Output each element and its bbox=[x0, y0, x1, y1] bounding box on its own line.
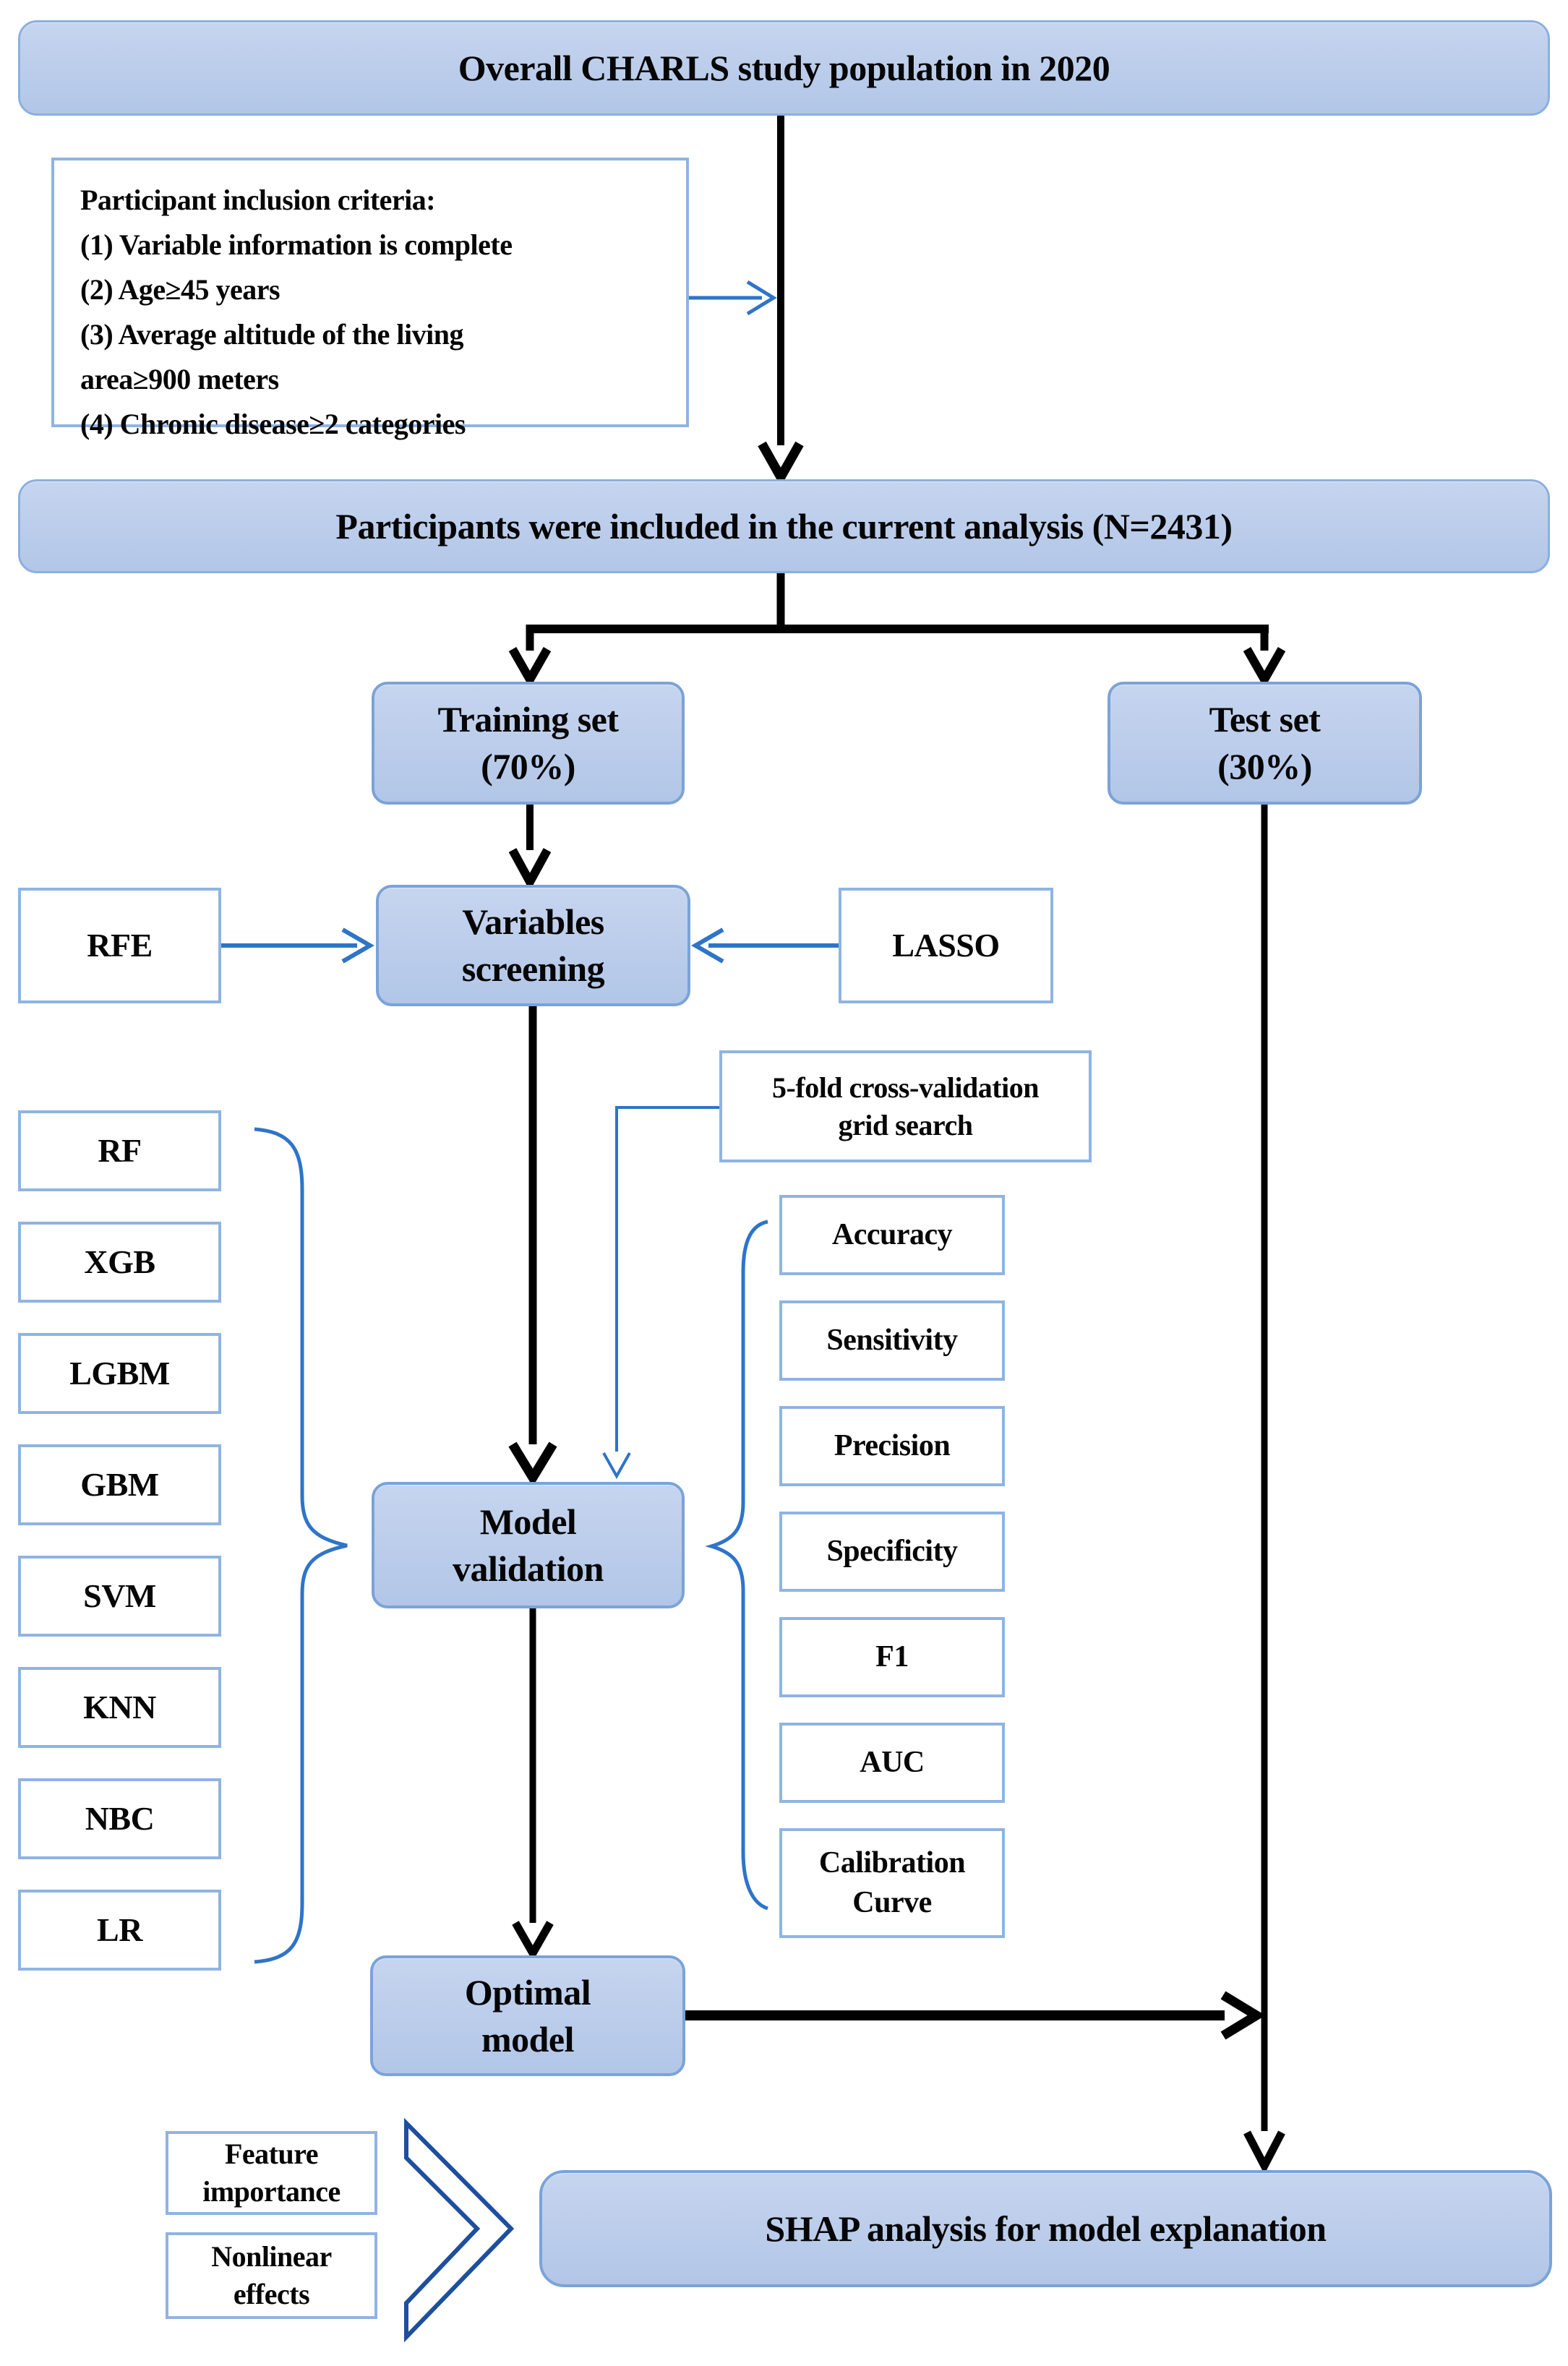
line-crossvalidation bbox=[615, 1106, 719, 1452]
arrowhead-rfe bbox=[341, 927, 374, 964]
arrowhead-optimal bbox=[512, 1921, 554, 1962]
model-validation-box: Model validation bbox=[372, 1482, 685, 1608]
model-box-lr: LR bbox=[18, 1890, 221, 1971]
model-label-lgbm: LGBM bbox=[69, 1355, 170, 1392]
model-label-gbm: GBM bbox=[80, 1466, 159, 1504]
metric-label-accuracy: Accuracy bbox=[831, 1218, 953, 1252]
training-set-label: Training set (70%) bbox=[437, 699, 619, 786]
test-set-box: Test set (30%) bbox=[1108, 682, 1422, 805]
feature-importance-box: Feature importance bbox=[166, 2131, 377, 2215]
arrowhead-training bbox=[508, 647, 552, 689]
model-label-nbc: NBC bbox=[85, 1800, 155, 1838]
model-box-gbm: GBM bbox=[18, 1444, 221, 1525]
model-box-nbc: NBC bbox=[18, 1778, 221, 1859]
model-label-knn: KNN bbox=[83, 1689, 156, 1726]
arrowhead-validation bbox=[508, 1441, 557, 1487]
model-box-svm: SVM bbox=[18, 1556, 221, 1637]
model-validation-label: Model validation bbox=[453, 1501, 604, 1589]
feature-importance-label: Feature importance bbox=[202, 2138, 340, 2208]
metric-box-sensitivity: Sensitivity bbox=[779, 1300, 1005, 1381]
optimal-model-box: Optimal model bbox=[370, 1955, 685, 2076]
model-label-lr: LR bbox=[97, 1911, 142, 1949]
shap-analysis-label: SHAP analysis for model explanation bbox=[765, 2208, 1327, 2249]
arrowhead-test bbox=[1243, 647, 1286, 689]
included-analysis-box: Participants were included in the curren… bbox=[18, 479, 1550, 573]
training-set-box: Training set (70%) bbox=[372, 682, 685, 805]
chevron-right-icon bbox=[404, 2117, 515, 2343]
metric-label-f1: F1 bbox=[875, 1640, 909, 1674]
rfe-box: RFE bbox=[18, 888, 221, 1003]
rfe-label: RFE bbox=[87, 927, 153, 964]
arrowhead-variables bbox=[508, 848, 552, 891]
top-population-label: Overall CHARLS study population in 2020 bbox=[458, 47, 1110, 88]
shap-analysis-box: SHAP analysis for model explanation bbox=[539, 2170, 1552, 2287]
model-box-knn: KNN bbox=[18, 1667, 221, 1748]
arrowhead-top-to-included bbox=[758, 441, 804, 487]
model-label-rf: RF bbox=[98, 1132, 142, 1170]
brace-models bbox=[254, 1127, 348, 1964]
lasso-label: LASSO bbox=[892, 927, 1000, 964]
metric-box-f1: F1 bbox=[779, 1617, 1005, 1697]
model-box-rf: RF bbox=[18, 1110, 221, 1191]
metric-box-precision: Precision bbox=[779, 1406, 1005, 1486]
variables-screening-label: Variables screening bbox=[461, 901, 605, 989]
included-analysis-label: Participants were included in the curren… bbox=[335, 505, 1233, 547]
lasso-box: LASSO bbox=[839, 888, 1053, 1003]
inclusion-criteria-box: Participant inclusion criteria: (1) Vari… bbox=[51, 158, 689, 440]
model-label-xgb: XGB bbox=[84, 1243, 155, 1281]
variables-screening-box: Variables screening bbox=[376, 885, 690, 1006]
arrowhead-criteria bbox=[746, 280, 777, 316]
metric-label-specificity: Specificity bbox=[826, 1535, 958, 1569]
cross-validation-label: 5-fold cross-validation grid search bbox=[772, 1071, 1039, 1141]
optimal-model-label: Optimal model bbox=[464, 1971, 591, 2059]
test-set-label: Test set (30%) bbox=[1209, 699, 1321, 786]
metric-box-specificity: Specificity bbox=[779, 1512, 1005, 1592]
metric-box-auc: AUC bbox=[779, 1723, 1005, 1803]
top-population-box: Overall CHARLS study population in 2020 bbox=[18, 20, 1550, 116]
nonlinear-effects-box: Nonlinear effects bbox=[166, 2232, 377, 2319]
nonlinear-effects-label: Nonlinear effects bbox=[211, 2240, 332, 2310]
model-box-xgb: XGB bbox=[18, 1222, 221, 1303]
brace-metrics bbox=[705, 1220, 768, 1911]
metric-label-sensitivity: Sensitivity bbox=[826, 1324, 958, 1358]
arrowhead-lasso bbox=[691, 927, 724, 964]
arrowhead-crossvalidation bbox=[602, 1452, 631, 1480]
arrowhead-shap bbox=[1243, 2130, 1285, 2174]
cross-validation-box: 5-fold cross-validation grid search bbox=[719, 1050, 1092, 1162]
metric-box-accuracy: Accuracy bbox=[779, 1195, 1005, 1275]
metric-label-auc: AUC bbox=[860, 1746, 925, 1780]
metric-label-calibration-curve: Calibration Curve bbox=[818, 1846, 966, 1919]
arrowhead-junction bbox=[1220, 1991, 1266, 2040]
metric-box-calibration-curve: Calibration Curve bbox=[779, 1828, 1005, 1938]
model-box-lgbm: LGBM bbox=[18, 1333, 221, 1414]
model-label-svm: SVM bbox=[83, 1577, 156, 1615]
inclusion-criteria-text: Participant inclusion criteria: (1) Vari… bbox=[80, 184, 513, 440]
metric-label-precision: Precision bbox=[834, 1429, 951, 1463]
